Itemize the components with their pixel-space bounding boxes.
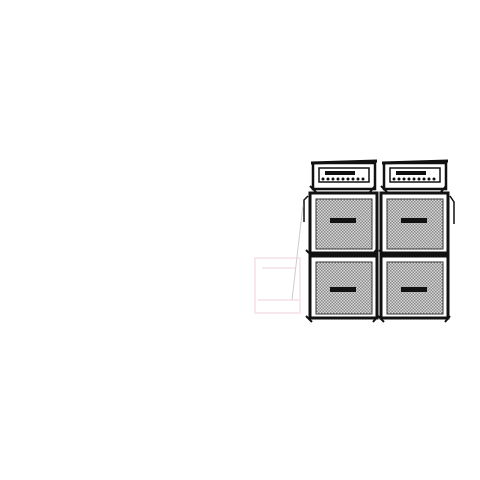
left-amp-stack: [291, 159, 379, 323]
faint-background-sketch: [254, 257, 301, 314]
left-top-cabinet: [303, 191, 379, 257]
right-amp-stack: [377, 159, 455, 323]
right-top-cabinet: [378, 191, 455, 257]
right-head-knobs: [392, 177, 436, 181]
left-stack-cable: [291, 204, 304, 301]
right-bottom-cabinet: [377, 254, 451, 323]
left-bottom-cabinet: [305, 254, 379, 323]
left-head-knobs: [321, 177, 365, 181]
right-amp-head: [380, 159, 449, 193]
left-amp-head: [309, 159, 378, 193]
